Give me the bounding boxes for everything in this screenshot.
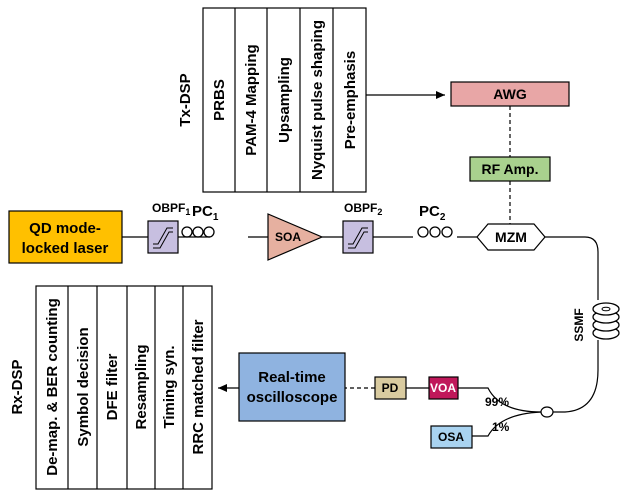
- rx-step-timing-syn: Timing syn.: [161, 345, 178, 428]
- rx-step-dfe-filter: DFE filter: [104, 354, 121, 421]
- awg-label: AWG: [493, 86, 527, 102]
- rf-amp-label: RF Amp.: [481, 161, 538, 177]
- rx-dsp-table: De-map. & BER counting Symbol decision D…: [35, 285, 213, 490]
- ssmf-fiber-spool-icon: [592, 302, 620, 340]
- tx-step-nyquist-shaping: Nyquist pulse shaping: [309, 20, 326, 180]
- rx-step-rrc-matched-filter: RRC matched filter: [190, 319, 207, 454]
- rx-step-resampling: Resampling: [133, 344, 150, 429]
- oscilloscope-label-line1: Real-time: [258, 369, 326, 386]
- split-99-label: 99%: [485, 395, 509, 409]
- qd-laser-block: [8, 210, 123, 264]
- obpf2-label: OBPF2: [344, 201, 382, 217]
- tx-step-upsampling: Upsampling: [276, 57, 293, 143]
- qd-laser-label-line1: QD mode-: [29, 220, 101, 237]
- coupler-icon: [540, 406, 554, 418]
- tx-dsp-table: PRBS PAM-4 Mapping Upsampling Nyquist pu…: [202, 7, 367, 193]
- tx-step-pam4-mapping: PAM-4 Mapping: [243, 44, 260, 155]
- obpf2-filter-icon: [342, 220, 374, 254]
- tx-step-prbs: PRBS: [211, 79, 228, 121]
- rf-amp-block: [469, 156, 551, 182]
- pc1-polarization-controller-icon: [181, 226, 215, 238]
- oscilloscope-block: [238, 352, 346, 422]
- rx-step-symbol-decision: Symbol decision: [75, 327, 92, 446]
- obpf1-filter-icon: [147, 220, 179, 254]
- oscilloscope-label-line2: oscilloscope: [247, 389, 338, 406]
- tx-dsp-title: Tx-DSP: [177, 73, 194, 126]
- rx-dsp-title: Rx-DSP: [9, 359, 26, 414]
- soa-amplifier-block: [267, 213, 324, 261]
- voa-label: VOA: [430, 381, 456, 395]
- osa-block: [430, 425, 473, 449]
- pd-label: PD: [382, 381, 399, 395]
- osa-label: OSA: [438, 430, 464, 444]
- soa-label: SOA: [275, 230, 301, 244]
- rx-step-demap-ber: De-map. & BER counting: [44, 298, 61, 476]
- mzm-modulator-block: [476, 223, 546, 251]
- qd-laser-label-line2: locked laser: [22, 240, 109, 257]
- pc1-label: PC1: [192, 203, 219, 223]
- mzm-label: MZM: [495, 229, 527, 245]
- ssmf-label: SSMF: [572, 308, 586, 341]
- obpf1-label: OBPF1: [152, 201, 190, 217]
- optical-fiber-line: [122, 236, 599, 437]
- split-1-label: 1%: [492, 420, 510, 434]
- tx-step-pre-emphasis: Pre-emphasis: [342, 51, 359, 149]
- pc2-polarization-controller-icon: [417, 226, 453, 238]
- pc2-label: PC2: [419, 203, 446, 223]
